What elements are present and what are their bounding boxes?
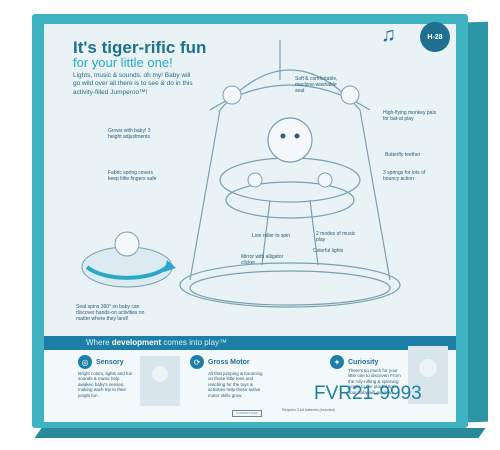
curiosity-text: There's so much for your little one to d… xyxy=(348,368,401,395)
sensory-text: Bright colors, lights and fun sounds & m… xyxy=(78,371,133,398)
box-side xyxy=(468,21,488,423)
callout-springs: 3 springs for lots of bouncy action xyxy=(383,170,426,182)
banner-suffix: comes into play™ xyxy=(161,338,227,347)
tiger-seat xyxy=(267,117,313,163)
lion-roller-toy xyxy=(317,172,333,188)
gross-motor-text: All that jumping & bouncing on those lit… xyxy=(208,371,263,398)
banner-prefix: Where xyxy=(86,338,112,347)
sensory-icon: ◎ xyxy=(78,355,92,369)
sensory-title: Sensory xyxy=(96,359,124,366)
box-bottom xyxy=(34,428,486,438)
banner-emphasis: development xyxy=(111,338,162,347)
age-badge: H-28 xyxy=(420,22,450,52)
callout-springs-cover: Fabric spring covers keep little fingers… xyxy=(108,170,157,182)
music-notes-icon: ♫ xyxy=(381,24,396,46)
callout-modes: 2 modes of music play xyxy=(316,231,356,243)
battery-note: Requires 3 AA batteries (included) xyxy=(282,408,335,412)
curiosity-photo xyxy=(408,346,448,404)
description: Lights, music & sounds, oh my! Baby will… xyxy=(73,72,193,96)
banner-title: Where development comes into play™ xyxy=(86,338,227,347)
contents-label: CONTENTS SOLD xyxy=(232,410,262,417)
callout-swivel: Seat spins 360° so baby can discover han… xyxy=(76,304,145,322)
callout-mirror: Mirror with alligator clicker xyxy=(241,254,284,266)
model-number: FVR21-9993 xyxy=(314,383,422,404)
headline: It's tiger-rific fun xyxy=(73,38,207,57)
banner-bar xyxy=(44,336,456,350)
jumperoo-illustration xyxy=(179,40,401,308)
gross-motor-icon: ⟳ xyxy=(190,355,204,369)
mirror-toy xyxy=(247,172,263,188)
callout-butterfly: Butterfly teether xyxy=(385,152,421,158)
monkey-toy-left xyxy=(222,85,242,105)
callout-seat: Soft & comfortable, machine-washable sea… xyxy=(295,76,338,94)
curiosity-icon: ✦ xyxy=(330,355,344,369)
spin-inset-illustration xyxy=(81,231,176,288)
gross-motor-title: Gross Motor xyxy=(208,359,250,366)
curiosity-title: Curiosity xyxy=(348,359,379,366)
callout-lights: Colorful lights xyxy=(313,248,344,254)
monkey-toy-right xyxy=(340,85,360,105)
sensory-photo xyxy=(140,356,180,406)
subheadline: for your little one! xyxy=(73,55,173,70)
callout-roller: Lion roller to spin xyxy=(252,233,291,239)
callout-monkey: High-flying monkey pals for bat-at play xyxy=(383,110,437,122)
callout-grows: Grows with baby! 3 height adjustments xyxy=(108,128,151,140)
